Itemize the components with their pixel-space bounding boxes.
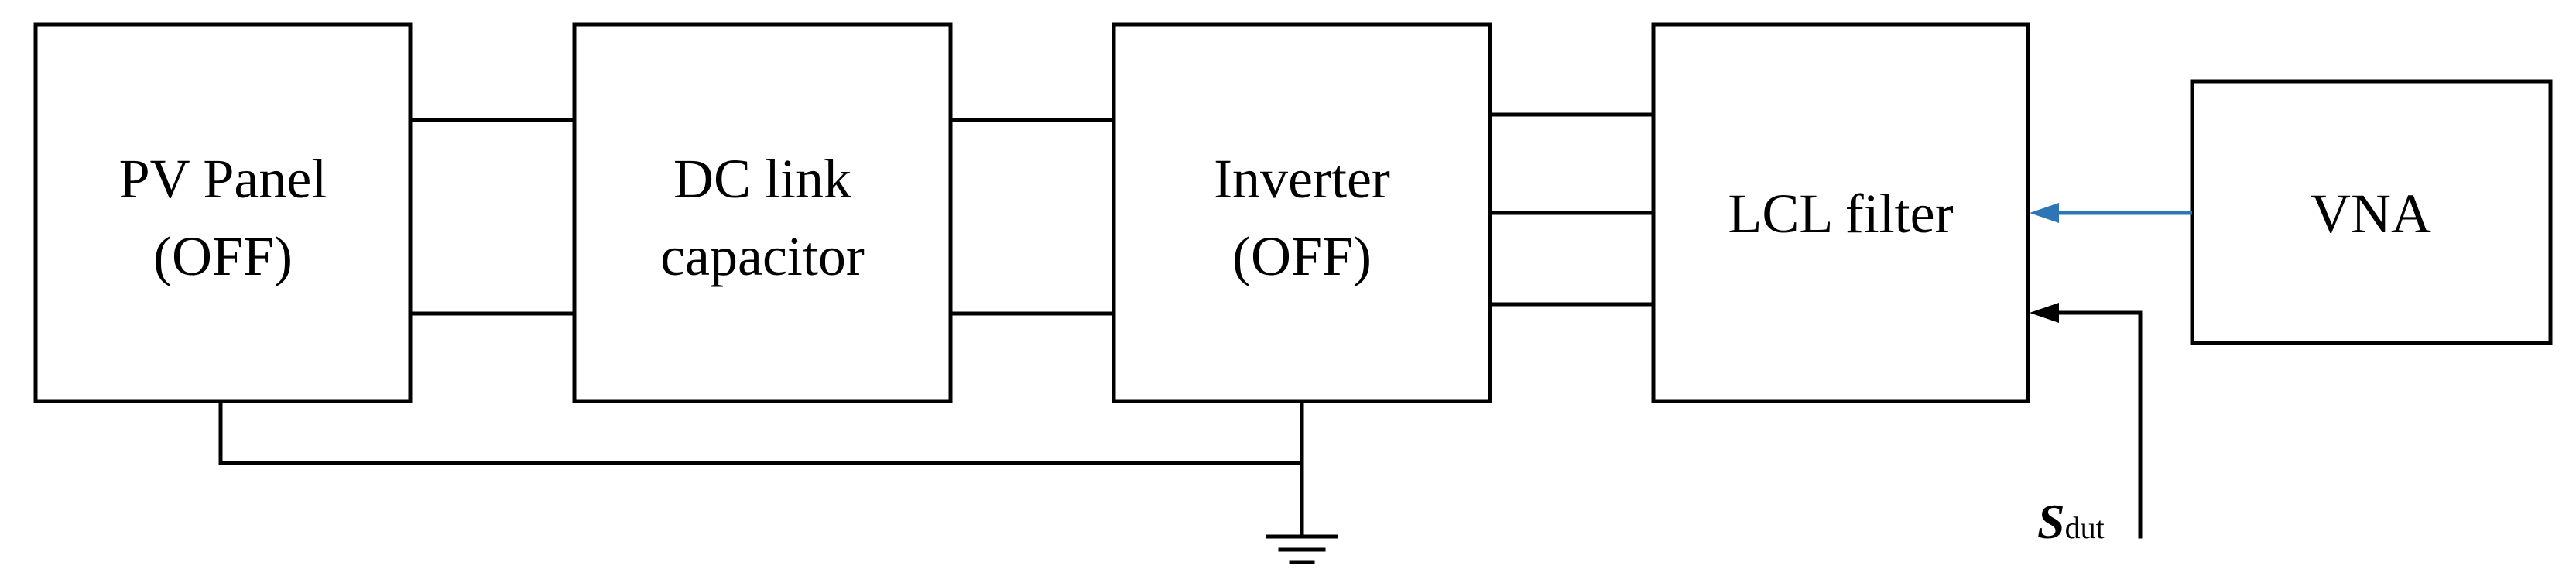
svg-text:Sdut: Sdut: [2037, 494, 2105, 549]
vna-signal-arrow: [2030, 203, 2192, 223]
lcl-filter-label: LCL filter: [1728, 183, 1953, 245]
arrowhead-icon: [2030, 203, 2059, 223]
vna-block: VNA: [2190, 79, 2553, 345]
dc-link-capacitor-block: DC link capacitor: [572, 22, 953, 403]
pv-panel-label-line2: (OFF): [153, 225, 293, 287]
inverter-to-lcl-wires: [1488, 112, 1656, 307]
pv-to-dclink-wires: [408, 118, 577, 316]
sdut-label-main: S: [2037, 494, 2065, 549]
dclink-to-inverter-wires: [948, 118, 1116, 316]
sdut-signal-arrow: [2030, 303, 2143, 539]
dc-link-label-line2: capacitor: [660, 225, 865, 287]
inverter-label-line1: Inverter: [1214, 148, 1390, 210]
ground-wire: [218, 399, 1304, 537]
pv-panel-label-line1: PV Panel: [119, 148, 327, 210]
arrowhead-icon: [2030, 303, 2059, 323]
inverter-block: Inverter (OFF): [1112, 22, 1492, 403]
ground-symbol-icon: [1266, 534, 1338, 564]
pv-panel-block: PV Panel (OFF): [33, 22, 413, 403]
lcl-filter-block: LCL filter: [1651, 22, 2030, 403]
sdut-label-subscript: dut: [2065, 510, 2105, 545]
sdut-label: Sdut: [2037, 494, 2105, 549]
inverter-label-line2: (OFF): [1232, 225, 1372, 287]
vna-label: VNA: [2311, 183, 2431, 245]
dc-link-label-line1: DC link: [673, 148, 851, 210]
